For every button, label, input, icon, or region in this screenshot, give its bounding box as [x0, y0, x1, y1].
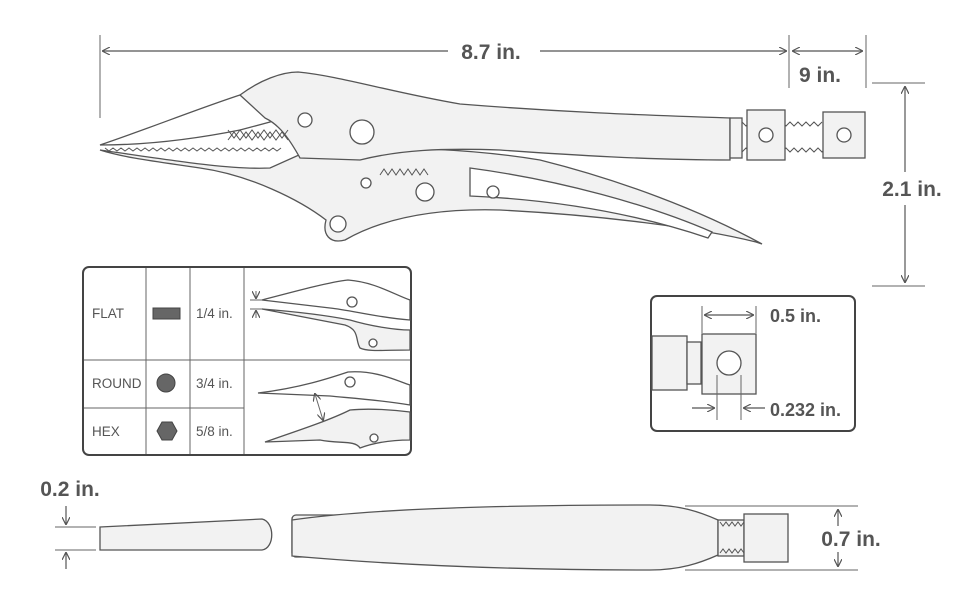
- round-bar-swatch-icon: [156, 373, 176, 393]
- capacity-table: FLAT 1/4 in. ROUND 3/4 in. HEX 5/8 in.: [82, 266, 412, 456]
- shape-hex-label: HEX: [92, 424, 120, 439]
- overall-length-label: 8.7 in.: [461, 41, 521, 64]
- flat-bar-swatch-icon: [152, 307, 181, 320]
- plier-top-view: 0.2 in. 0.7 in.: [40, 478, 881, 571]
- adjusting-screw-detail: 0.5 in. 0.232 in.: [650, 295, 856, 432]
- plier-jaw-thumbnail-icon: [257, 371, 411, 449]
- screw-hole-label: 0.232 in.: [770, 400, 841, 420]
- height-label: 2.1 in.: [882, 178, 942, 201]
- hex-size-label: 5/8 in.: [196, 424, 233, 439]
- tip-thickness-label: 0.2 in.: [40, 478, 100, 501]
- screw-width-label: 0.5 in.: [770, 306, 821, 326]
- plier-jaw-thumbnail-icon: [250, 279, 411, 352]
- table-row: ROUND 3/4 in.: [92, 373, 233, 393]
- nominal-size-label: 9 in.: [799, 64, 841, 87]
- table-row: FLAT 1/4 in.: [92, 306, 233, 321]
- shape-flat-label: FLAT: [92, 306, 124, 321]
- table-row: HEX 5/8 in.: [92, 421, 233, 441]
- round-size-label: 3/4 in.: [196, 376, 233, 391]
- flat-size-label: 1/4 in.: [196, 306, 233, 321]
- plier-side-view: 8.7 in. 9 in. 2.1 in.: [99, 35, 942, 287]
- handle-thickness-label: 0.7 in.: [821, 528, 881, 551]
- hex-bar-swatch-icon: [156, 421, 178, 441]
- shape-round-label: ROUND: [92, 376, 142, 391]
